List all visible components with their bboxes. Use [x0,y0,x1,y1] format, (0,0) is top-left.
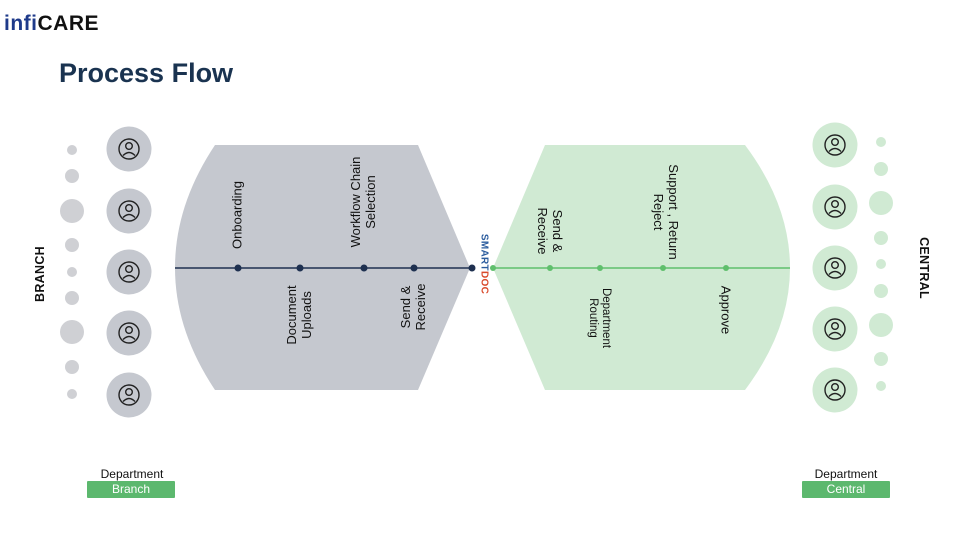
central-user-icon [812,184,858,230]
branch-user-icon [106,372,152,418]
branch-user-icon [106,310,152,356]
step-department-routing: Department Routing [587,287,612,349]
central-user-icon [812,122,858,168]
branch-user-icon [106,188,152,234]
central-department-label: Department [814,467,878,481]
central-decor-dot [876,381,886,391]
page-title: Process Flow [59,58,234,88]
branch-step-dot [296,264,304,272]
branch-side-label: BRANCH [33,246,47,302]
central-decor-dot [874,231,888,245]
branch-department-label: Department [100,467,164,481]
step-workflow-chain-selection: Workflow Chain Selection [348,156,378,248]
branch-user-icon [106,126,152,172]
central-decor-dot [876,259,886,269]
branch-step-dot [410,264,418,272]
central-step-dot [660,265,666,271]
step-branch-send-receive: Send & Receive [398,283,428,331]
branch-decor-dot [60,199,84,223]
central-step-dot [597,265,603,271]
central-user-icon [812,245,858,291]
central-side-label: CENTRAL [917,237,931,299]
central-user-icon [812,367,858,413]
step-document-uploads: Document Uploads [284,285,314,345]
branch-department-badge: Branch [87,481,175,498]
branch-decor-dot [65,169,79,183]
branch-decor-dot [65,360,79,374]
central-decor-dot [874,352,888,366]
logo-part-infi: infi [4,12,38,35]
central-step-dot [547,265,553,271]
smartdoc-hub-label: SMARTDOC [478,233,490,295]
step-approve: Approve [718,285,734,335]
inficare-logo: infiCARE [4,12,99,36]
branch-decor-dot [60,320,84,344]
step-support-return-reject: Support , Return Reject [651,164,681,260]
branch-user-icon [106,249,152,295]
branch-decor-dot [67,389,77,399]
branch-decor-dot [65,238,79,252]
central-user-icon [812,306,858,352]
branch-decor-dot [67,267,77,277]
branch-step-dot [360,264,368,272]
central-start-dot [490,265,496,271]
branch-step-dot [234,264,242,272]
logo-part-care: CARE [37,12,100,35]
central-step-dot [723,265,729,271]
step-onboarding: Onboarding [229,181,245,249]
central-decor-dot [876,137,886,147]
branch-decor-dot [67,145,77,155]
central-department-badge: Central [802,481,890,498]
step-central-send-receive: Send & Receive [535,207,565,255]
branch-decor-dot [65,291,79,305]
central-decor-dot [869,191,893,215]
central-decor-dot [874,284,888,298]
central-decor-dot [869,313,893,337]
branch-end-dot [468,264,476,272]
central-decor-dot [874,162,888,176]
